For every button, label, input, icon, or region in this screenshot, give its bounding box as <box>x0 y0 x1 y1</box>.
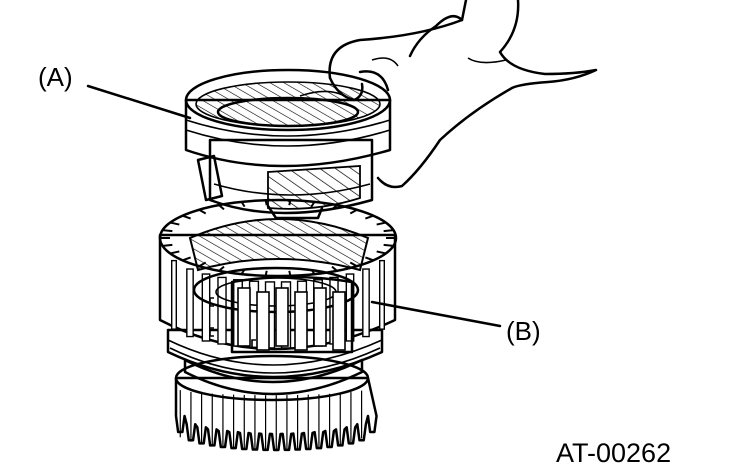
rim-tooth <box>376 250 387 255</box>
rim-tooth <box>349 208 358 215</box>
figure-code: AT-00262 <box>556 438 671 468</box>
label-a: (A) <box>38 62 73 92</box>
rim-tooth <box>218 265 225 272</box>
leader-line-a <box>86 84 192 120</box>
drum-slot <box>171 259 177 330</box>
label-b: (B) <box>506 316 541 346</box>
rim-tooth <box>218 204 225 211</box>
rim-tooth <box>383 243 394 247</box>
hub-finger <box>275 287 289 347</box>
drum-slot <box>379 259 385 330</box>
rim-tooth <box>331 265 338 272</box>
ring-part-a <box>184 68 392 220</box>
clutch-drum-b <box>158 198 398 396</box>
hub-finger <box>313 287 327 347</box>
rim-tooth <box>383 229 394 233</box>
rim-tooth <box>182 256 191 262</box>
rim-tooth <box>365 256 374 262</box>
hub-finger <box>256 291 270 351</box>
rim-tooth <box>240 201 246 208</box>
drum-mark <box>251 339 256 349</box>
drum-slot <box>345 273 355 342</box>
rim-tooth <box>162 243 173 247</box>
rim-tooth <box>182 214 191 220</box>
rim-tooth <box>288 270 292 276</box>
drum-slot <box>217 276 227 345</box>
rim-tooth <box>376 221 387 226</box>
drum-slot <box>362 268 370 338</box>
leader-line-b <box>370 300 502 328</box>
rim-tooth <box>264 200 268 206</box>
rim-tooth <box>264 270 268 276</box>
rim-tooth <box>198 208 207 215</box>
hub-finger <box>294 291 308 351</box>
drum-mark <box>209 327 214 337</box>
rim-tooth <box>365 214 374 220</box>
drum-slot <box>201 273 211 342</box>
bottom-spur-gear <box>174 354 378 452</box>
hub-finger <box>332 291 346 351</box>
rim-tooth <box>162 229 173 233</box>
rim-tooth <box>169 221 180 226</box>
drum-slot <box>186 268 194 338</box>
rim-tooth <box>169 250 180 255</box>
hub-finger <box>237 287 251 347</box>
